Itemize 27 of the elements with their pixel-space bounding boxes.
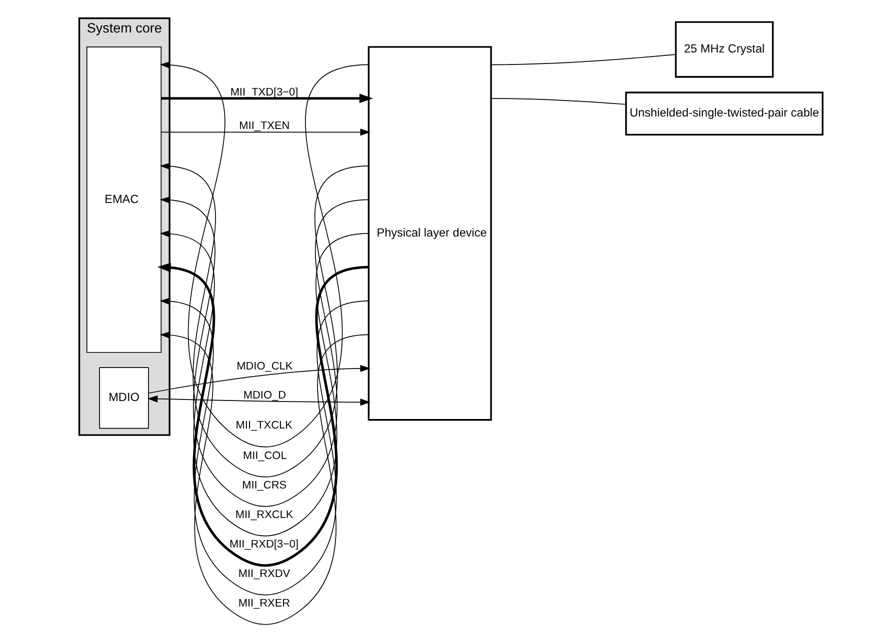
connector bbox=[490, 54, 676, 66]
edge-label: MII_RXER bbox=[238, 598, 290, 610]
edge-label: MII_COL bbox=[242, 450, 286, 462]
arrow bbox=[159, 196, 370, 507]
arrow bbox=[160, 94, 372, 104]
arrow bbox=[146, 395, 370, 406]
edge-label: MII_RXCLK bbox=[234, 509, 293, 522]
edge-label: MDIO_CLK bbox=[236, 360, 292, 373]
arrow bbox=[159, 230, 370, 536]
arrow bbox=[159, 331, 370, 625]
connector bbox=[490, 98, 626, 105]
node-box: Unshielded-single-twisted-pair cable bbox=[624, 92, 823, 136]
arrow bbox=[159, 162, 370, 478]
edge-label: MII_RXD[3−0] bbox=[228, 538, 298, 551]
edge-label: MII_TXCLK bbox=[235, 420, 292, 432]
arrow bbox=[148, 364, 370, 394]
edge-label: MII_TXD[3−0] bbox=[230, 86, 298, 98]
edge-label: MII_CRS bbox=[242, 480, 286, 492]
arrow bbox=[156, 262, 369, 567]
edge-label: MII_RXDV bbox=[238, 568, 290, 580]
node-box: MDIO bbox=[98, 367, 148, 429]
edge-label: MII_TXEN bbox=[238, 120, 290, 132]
arrow bbox=[159, 61, 370, 448]
arrow bbox=[159, 298, 370, 596]
edge-label: MDIO_D bbox=[242, 389, 286, 402]
node-box: 25 MHz Crystal bbox=[674, 21, 774, 78]
arrow bbox=[160, 128, 370, 136]
